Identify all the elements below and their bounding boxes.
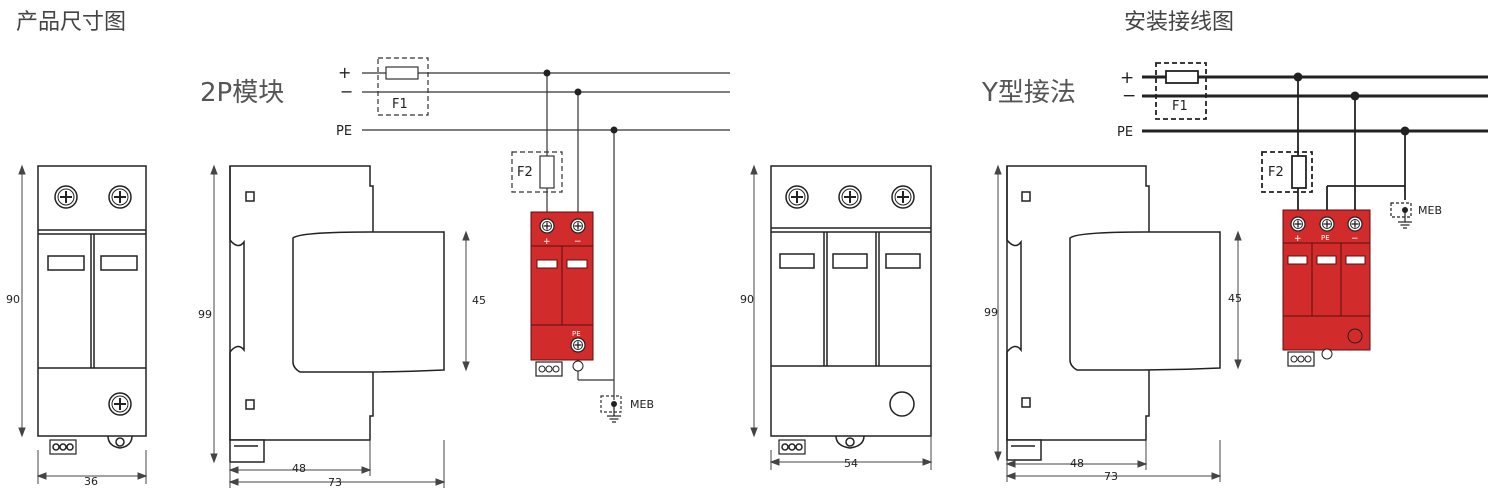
wiring-y-nodes [1293, 72, 1410, 213]
dim-side2-face: 45 [1228, 292, 1242, 305]
heading-installation: 安装接线图 [1124, 10, 1235, 35]
module-y-minus-mark: − [1351, 234, 1359, 244]
wire-minus-label: − [340, 82, 353, 101]
dim-side2 [994, 164, 1242, 482]
meb-label: MEB [630, 398, 654, 411]
heading-dimensions: 产品尺寸图 [16, 10, 127, 35]
module-pe-terminal-label: PE [572, 330, 581, 338]
side-view-1 [229, 165, 445, 463]
fuse-y-f2-label: F2 [1268, 165, 1284, 180]
wiring-2p-nodes [543, 69, 618, 407]
dim-front3p-height: 90 [740, 293, 754, 306]
wire-y-minus-label: − [1122, 86, 1136, 106]
module-minus-mark: − [574, 237, 582, 247]
dim-front3p [750, 164, 933, 470]
dim-side1-depth-total: 73 [328, 476, 342, 489]
side-view-2 [1006, 165, 1221, 461]
module-y-pe-mark: PE [1321, 234, 1330, 242]
meb-y-label: MEB [1418, 204, 1442, 217]
module-y-plus-mark: + [1294, 234, 1302, 244]
wiring-y-thin [1155, 62, 1412, 218]
dim-side1 [210, 164, 470, 488]
dim-side2-depth-total: 73 [1104, 470, 1118, 483]
dim-side1-face: 45 [472, 294, 486, 307]
dim-side2-depth-inner: 48 [1070, 457, 1084, 470]
dim-side2-height: 99 [984, 306, 998, 319]
dim-side1-height: 99 [198, 308, 212, 321]
fuse-y-f1-label: F1 [1172, 99, 1188, 114]
spd-module-2p [530, 211, 594, 377]
dim-side1-depth-inner: 48 [292, 462, 306, 475]
wire-y-pe-label: PE [1117, 125, 1133, 140]
spd-module-3p [1282, 209, 1371, 367]
wire-y-plus-label: + [1120, 68, 1134, 88]
wire-pe-label: PE [336, 124, 352, 139]
module-plus-mark: + [543, 237, 551, 247]
dim-front2p [18, 164, 148, 484]
front-view-3p [770, 165, 932, 455]
wiring-y [1142, 75, 1488, 133]
fuse-f1-label: F1 [392, 97, 408, 112]
dim-front2p-height: 90 [6, 293, 20, 306]
front-view-2p [37, 165, 147, 455]
subtitle-2p-module: 2P模块 [200, 78, 285, 108]
fuse-f2-label: F2 [517, 165, 533, 180]
wire-plus-label: + [338, 63, 351, 82]
dim-front3p-width: 54 [844, 457, 858, 470]
dim-front2p-width: 36 [84, 475, 98, 488]
subtitle-y-connection: Y型接法 [982, 78, 1076, 108]
